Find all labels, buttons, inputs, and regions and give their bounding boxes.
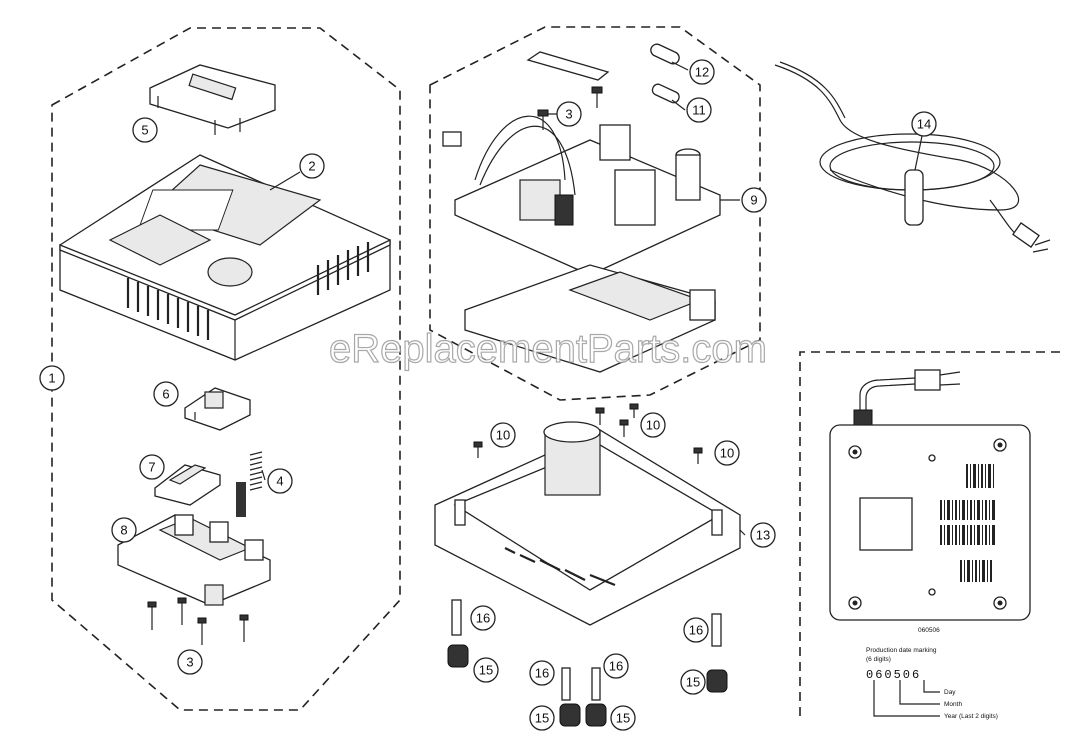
part-12-fuse [650, 43, 680, 65]
label-barcodes [940, 464, 995, 582]
callout-10-middle: 10 [640, 412, 666, 438]
part-15-rubber-feet [447, 644, 728, 727]
housing-vents-right [316, 242, 370, 295]
callout-16-bottom-left: 16 [529, 660, 555, 686]
callout-16-left-label: 16 [476, 611, 490, 626]
callout-5: 5 [132, 117, 158, 143]
part-9-pcb-assembly [442, 115, 721, 276]
callout-8-label: 8 [120, 523, 127, 538]
callout-15-bottom-right: 15 [610, 705, 636, 731]
callout-12: 12 [689, 59, 715, 85]
callout-7-label: 7 [148, 460, 155, 475]
callout-16-bottom-left-label: 16 [535, 666, 549, 681]
callout-16-bottom-right-label: 16 [609, 659, 623, 674]
part-9-bracket-strip [526, 51, 610, 81]
callout-15-bottom-left: 15 [529, 705, 555, 731]
part-16-screws [451, 599, 722, 701]
part-5-clip-plate [149, 64, 276, 135]
callout-10-left-label: 10 [496, 428, 510, 443]
callout-6-label: 6 [162, 387, 169, 402]
callout-7: 7 [139, 454, 165, 480]
part-3-screws-lower [147, 597, 249, 645]
callout-9: 9 [741, 187, 767, 213]
part-9-lower-bracket [464, 264, 716, 373]
callout-14: 14 [911, 111, 937, 137]
production-month-label: Month [944, 701, 962, 708]
part-11-fuse [651, 83, 680, 104]
part-4-springs [236, 451, 263, 517]
callout-1: 1 [39, 365, 65, 391]
callout-3-lower: 3 [177, 649, 203, 675]
callout-4-label: 4 [276, 474, 283, 489]
callout-6: 6 [153, 381, 179, 407]
callout-15-left-label: 15 [479, 663, 493, 678]
callout-15-bottom-left-label: 15 [535, 711, 549, 726]
callout-5-label: 5 [141, 123, 148, 138]
callout-14-label: 14 [917, 117, 931, 132]
production-year-label: Year (Last 2 digits) [944, 713, 998, 720]
callout-3-lower-label: 3 [186, 655, 193, 670]
part-10-screws [473, 403, 703, 464]
callout-16-bottom-right: 16 [603, 653, 629, 679]
callout-15-bottom-right-label: 15 [616, 711, 630, 726]
assembly-9-outline [429, 26, 761, 401]
production-day-label: Day [944, 689, 956, 696]
part-6-terminal [184, 387, 251, 431]
production-title-line1: Production date marking [866, 647, 937, 654]
callout-10-middle-label: 10 [646, 418, 660, 433]
callout-2: 2 [299, 153, 325, 179]
callout-11: 11 [686, 97, 712, 123]
callout-13-label: 13 [756, 528, 770, 543]
part-8-holder-frame [117, 514, 271, 606]
part-7-slider-pad [154, 464, 221, 506]
callout-3-upper: 3 [556, 101, 582, 127]
callout-8: 8 [111, 517, 137, 543]
watermark-text: eReplacementParts.com [329, 327, 767, 371]
callout-11-label: 11 [692, 103, 706, 118]
part-13-base-housing [434, 421, 741, 626]
callout-13: 13 [750, 522, 776, 548]
callout-2-label: 2 [308, 159, 315, 174]
production-code: 060506 [866, 668, 921, 682]
callout-15-right: 15 [680, 669, 706, 695]
assembly-1-outline [51, 27, 401, 711]
callout-16-left: 16 [470, 605, 496, 631]
callout-10-right-label: 10 [720, 446, 734, 461]
callout-4: 4 [267, 468, 293, 494]
production-title-line2: (6 digits) [866, 656, 891, 663]
callout-16-right-label: 16 [689, 623, 703, 638]
callout-9-label: 9 [750, 193, 757, 208]
underside-view-outline [799, 351, 1060, 720]
part-3-screws-upper [537, 86, 603, 130]
production-date-marking: Production date marking (6 digits) 06050… [866, 647, 998, 720]
callout-10-right: 10 [714, 440, 740, 466]
part-14-power-cord [774, 61, 1051, 253]
callout-15-left: 15 [473, 657, 499, 683]
housing-vents-left [126, 278, 210, 340]
part-2-top-housing [59, 154, 391, 361]
base-vents [504, 547, 616, 587]
callout-12-label: 12 [695, 65, 709, 80]
callout-15-right-label: 15 [686, 675, 700, 690]
callout-3-upper-label: 3 [565, 107, 572, 122]
underside-view: 060506 [829, 369, 1031, 634]
callout-10-left: 10 [490, 422, 516, 448]
serial-small-text: 060506 [918, 627, 940, 634]
callout-1-label: 1 [48, 371, 55, 386]
callout-16-right: 16 [683, 617, 709, 643]
